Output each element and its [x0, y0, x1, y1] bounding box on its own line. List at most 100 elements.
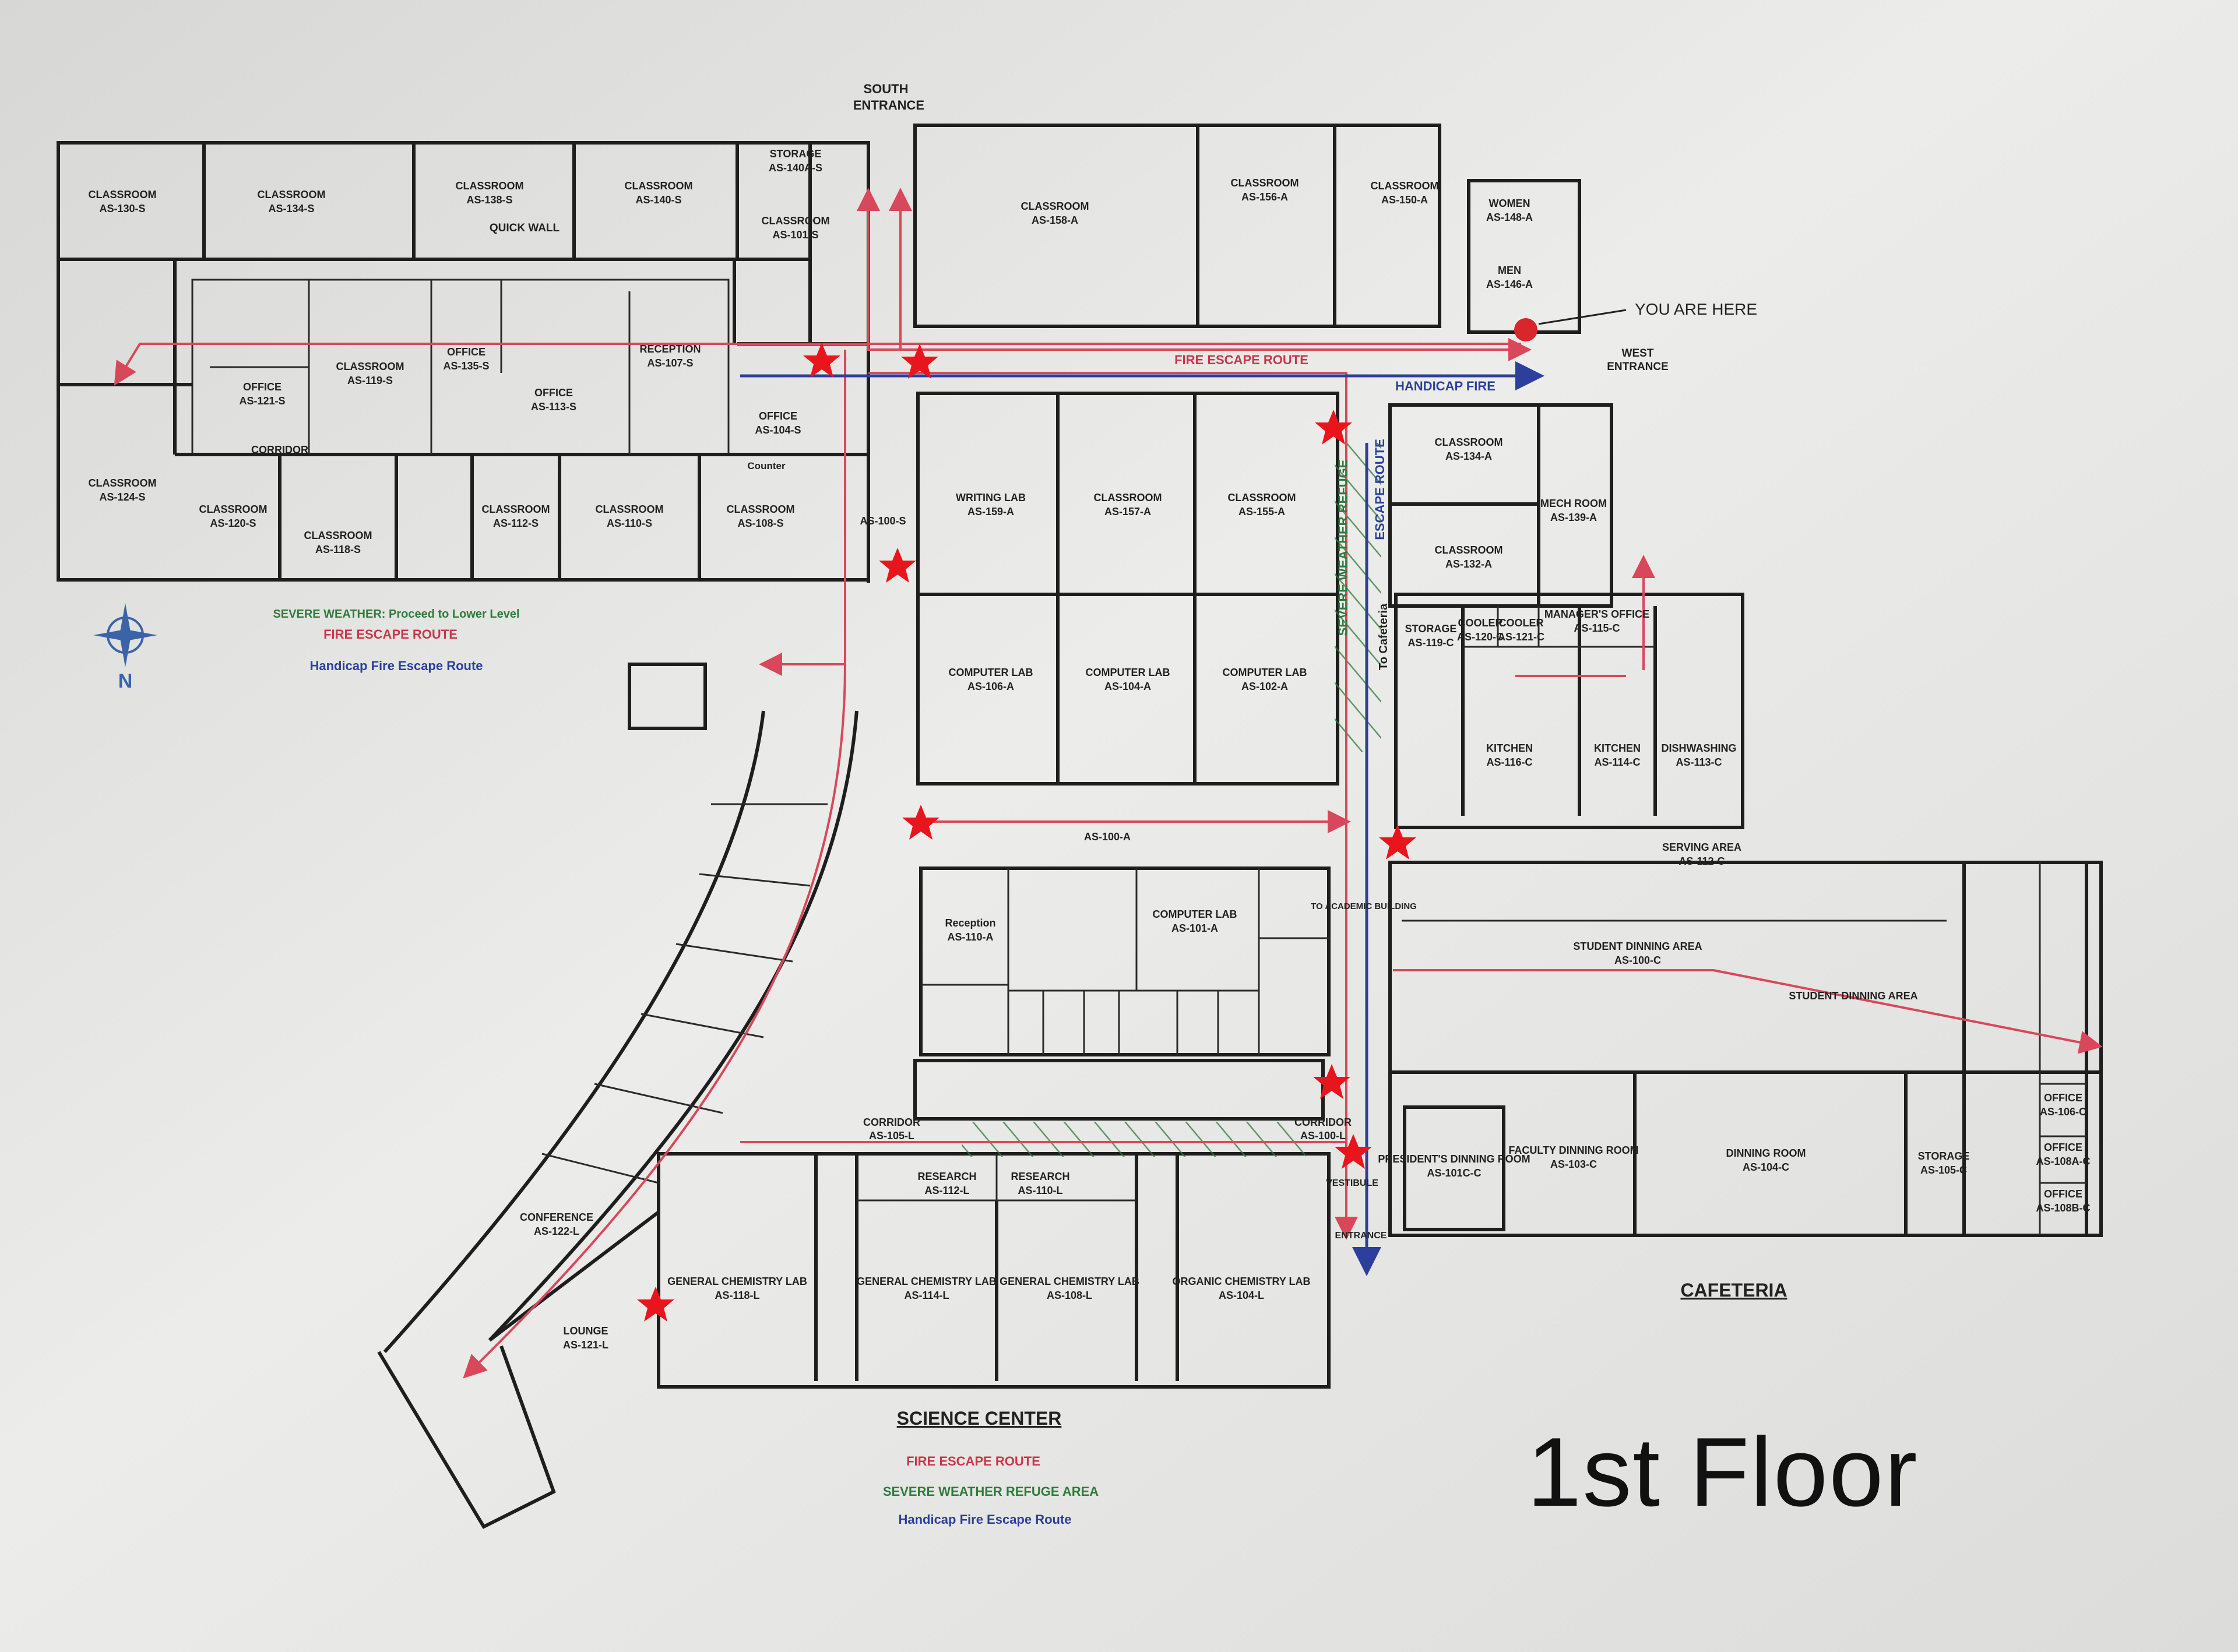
exit-star	[901, 344, 938, 379]
exit-star	[902, 805, 939, 840]
floor-title: 1st Floor	[1527, 1417, 1919, 1527]
corridor-as105l: AS-105-L	[869, 1130, 914, 1142]
room-number: AS-113-C	[1676, 756, 1722, 768]
room-number: AS-110-S	[607, 517, 652, 529]
west-entrance-label-2: ENTRANCE	[1607, 361, 1669, 373]
room-name: CLASSROOM	[89, 477, 157, 489]
room-number: AS-114-L	[904, 1290, 949, 1301]
quick-wall-label: QUICK WALL	[490, 222, 560, 234]
room-name: DINNING ROOM	[1726, 1147, 1806, 1159]
corridor-l-label: CORRIDOR	[863, 1116, 920, 1128]
room-name: CLASSROOM	[1435, 436, 1503, 448]
room-number: AS-114-C	[1594, 756, 1640, 768]
room-name: GENERAL CHEMISTRY LAB	[857, 1276, 997, 1287]
room-number: AS-134-A	[1445, 450, 1492, 462]
compass-label: N	[118, 670, 133, 692]
room-number: AS-115-C	[1574, 622, 1620, 634]
room-number: AS-139-A	[1550, 512, 1597, 523]
room-number: AS-124-S	[99, 491, 145, 503]
room-number: AS-110-L	[1018, 1185, 1062, 1196]
room-name: CLASSROOM	[727, 503, 795, 515]
exit-star	[637, 1287, 674, 1322]
room-name: OFFICE	[534, 387, 573, 399]
exit-star	[1335, 1134, 1372, 1169]
room-name: CLASSROOM	[304, 530, 372, 541]
severe-weather-refuge-label: SEVERE WEATHER REFUGE	[1336, 460, 1350, 636]
room-number: AS-106-C	[2040, 1106, 2086, 1118]
room-name: COMPUTER LAB	[1153, 908, 1237, 920]
compass-icon	[93, 603, 157, 667]
room-name: STORAGE	[1918, 1150, 1970, 1162]
room-number: AS-108-L	[1047, 1290, 1092, 1301]
room-name: OFFICE	[2044, 1188, 2082, 1200]
room-number: AS-159-A	[967, 506, 1014, 517]
room-name: STUDENT DINNING AREA	[1789, 990, 1917, 1002]
exit-star	[1313, 1064, 1350, 1099]
room-name: COMPUTER LAB	[1223, 667, 1307, 678]
cafeteria-label: CAFETERIA	[1680, 1280, 1787, 1301]
exit-star	[879, 548, 916, 583]
room-number: AS-146-A	[1486, 279, 1533, 290]
room-number: AS-132-A	[1445, 558, 1492, 570]
room-name: COMPUTER LAB	[949, 667, 1033, 678]
exit-star	[1379, 825, 1416, 860]
to-cafeteria-label: To Cafeteria	[1377, 603, 1390, 670]
corridor-as100l: AS-100-L	[1300, 1130, 1346, 1142]
room-number: AS-150-A	[1381, 194, 1428, 206]
room-number: AS-100-C	[1614, 954, 1661, 966]
room-number: AS-135-S	[443, 360, 489, 372]
room-name: CLASSROOM	[482, 503, 550, 515]
room-name: CLASSROOM	[456, 180, 524, 192]
room-name: STUDENT DINNING AREA	[1573, 941, 1702, 952]
handicap-routes	[740, 361, 1544, 1276]
corridor-as100a: AS-100-A	[1084, 831, 1131, 843]
vestibule-label: VESTIBULE	[1326, 1178, 1378, 1188]
south-entrance-label-1: SOUTH	[864, 82, 909, 96]
room-name: SERVING AREA	[1662, 841, 1741, 853]
room-name: CLASSROOM	[1371, 180, 1439, 192]
legend-bottom-handicap: Handicap Fire Escape Route	[898, 1512, 1071, 1527]
fire-routes	[114, 188, 2103, 1379]
room-number: AS-106-A	[967, 681, 1014, 692]
room-number: AS-130-S	[99, 203, 145, 214]
room-name: GENERAL CHEMISTRY LAB	[667, 1276, 807, 1287]
room-number: AS-102-A	[1241, 681, 1288, 692]
south-entrance-label-2: ENTRANCE	[853, 98, 924, 112]
room-name: WOMEN	[1489, 198, 1530, 209]
you-are-here-marker	[1514, 318, 1537, 341]
room-name: CLASSROOM	[1094, 492, 1162, 503]
room-name: CLASSROOM	[1228, 492, 1296, 503]
room-number: AS-104-L	[1219, 1290, 1264, 1301]
corridor-as100s: AS-100-S	[860, 515, 906, 527]
room-number: AS-108A-C	[2036, 1156, 2090, 1167]
room-number: AS-112-L	[924, 1185, 969, 1196]
exit-star	[803, 343, 840, 378]
room-name: FACULTY DINNING ROOM	[1508, 1144, 1638, 1156]
room-number: AS-140-S	[635, 194, 681, 206]
room-name: CLASSROOM	[1231, 177, 1299, 189]
room-name: LOUNGE	[563, 1325, 608, 1337]
room-number: AS-107-S	[647, 357, 693, 369]
room-number: AS-113-S	[531, 401, 576, 413]
legend-left-fire: FIRE ESCAPE ROUTE	[323, 627, 458, 642]
to-academic-label: TO ACADEMIC BUILDING	[1311, 901, 1417, 911]
science-center-label: SCIENCE CENTER	[897, 1408, 1062, 1429]
corridor-s-label: CORRIDOR	[251, 444, 308, 456]
room-number: AS-110-A	[947, 931, 993, 943]
room-number: AS-101-A	[1171, 922, 1218, 934]
room-number: AS-108-S	[737, 517, 783, 529]
legend-left-handicap: Handicap Fire Escape Route	[309, 658, 483, 673]
room-number: AS-138-S	[466, 194, 512, 206]
room-number: AS-148-A	[1486, 212, 1533, 223]
room-number: AS-105-C	[1920, 1164, 1967, 1176]
room-number: AS-120-S	[210, 517, 256, 529]
room-number: AS-104-S	[755, 424, 801, 436]
room-number: AS-122-L	[534, 1225, 579, 1237]
you-are-here-leader	[1538, 309, 1627, 325]
legend-bottom-fire: FIRE ESCAPE ROUTE	[906, 1454, 1040, 1468]
room-number: AS-158-A	[1032, 214, 1078, 226]
room-name: KITCHEN	[1486, 742, 1533, 754]
exit-star	[1315, 410, 1352, 445]
room-name: WRITING LAB	[956, 492, 1026, 503]
room-name: CLASSROOM	[1435, 544, 1503, 556]
